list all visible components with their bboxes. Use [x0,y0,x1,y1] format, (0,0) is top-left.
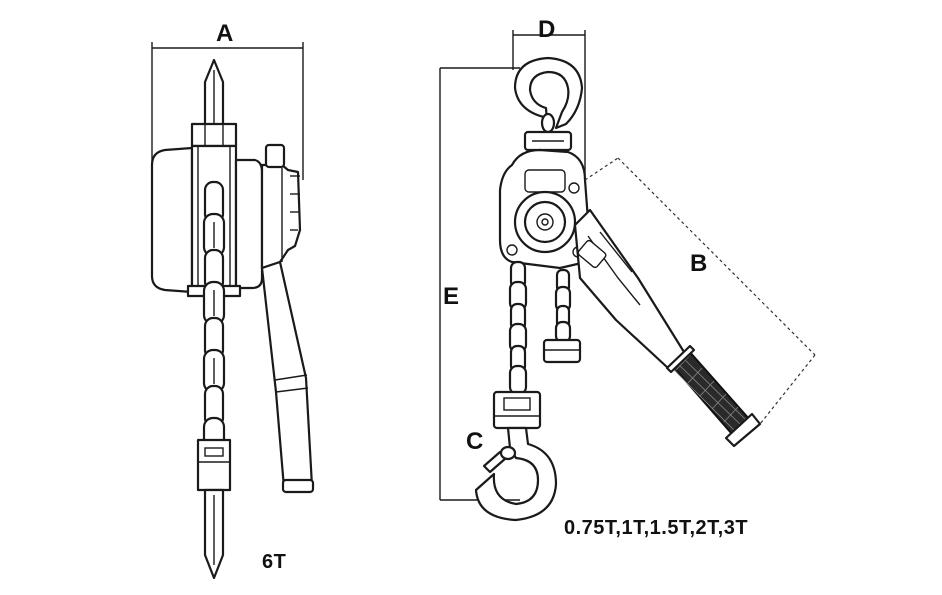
handle-grip-end [281,478,315,494]
bottom-hook [474,426,558,522]
right-lever [573,208,686,370]
chain-stopper [542,338,582,364]
slack-chain [542,268,582,364]
caption-6t: 6T [262,551,287,573]
dimension-d-line [512,30,586,175]
label-e: E [443,283,460,310]
top-hook-eye [540,112,556,134]
dimension-b-line [584,157,816,425]
label-a: A [216,20,234,47]
label-d: D [538,16,556,43]
gear-cover [234,158,264,290]
right-lever-grip [665,344,762,448]
top-bracket [190,122,238,148]
handle-pawl [264,143,286,169]
label-c: C [466,428,484,455]
handle-upper [260,163,302,270]
label-b: B [690,250,708,277]
right-hoist [439,30,816,522]
left-load-chain [202,180,226,450]
caption-capacities: 0.75T,1T,1.5T,2T,3T [564,517,749,539]
dimension-a-line [151,42,304,180]
top-hook [513,56,584,137]
housing-body [150,146,194,294]
left-hoist-6t [150,42,315,580]
right-load-chain [508,260,528,396]
